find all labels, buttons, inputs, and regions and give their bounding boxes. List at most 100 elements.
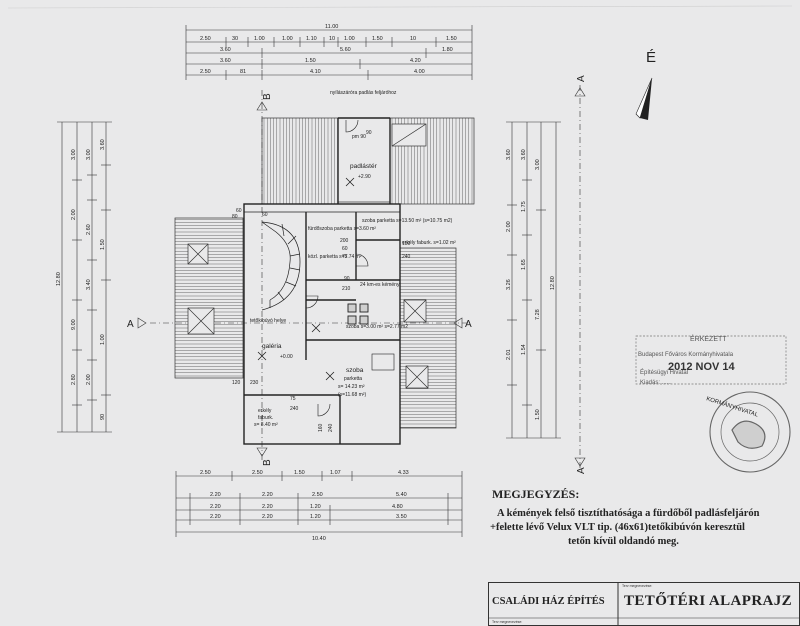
section-b-top-label: B	[262, 93, 273, 100]
dim-label: 2.50	[200, 36, 211, 42]
dim-label: 1.80	[442, 47, 453, 53]
dim-label: 3.00	[71, 149, 77, 160]
stamp-line2: Építésügyi Hivatal	[640, 370, 689, 376]
dim-label: 3.60	[100, 139, 106, 150]
note-line-1: A kémények felső tisztíthatósága a fürdő…	[497, 508, 760, 519]
dim-label: 1.50	[535, 409, 541, 420]
dim-label: 3.40	[86, 279, 92, 290]
dim-label: 2.00	[86, 374, 92, 385]
title-block-label-bottom: Terv megnevezése:	[492, 620, 523, 624]
top-dimension-labels: 11.00 2.50 30 1.00 1.00 1.10 10 1.00 1.5…	[200, 24, 457, 75]
dim-label: 1.00	[100, 334, 106, 345]
dim-top-total: 11.00	[325, 24, 338, 30]
hall-label: közl. parketta s=5.74 m²	[308, 254, 362, 260]
dim-num: 240	[290, 406, 299, 412]
dim-num: 75	[290, 396, 296, 402]
top-dimension-chains	[185, 25, 473, 80]
dimension-numbers: 200 60 77 210 90 150 240 120 75 240 160 …	[232, 130, 411, 432]
section-a-right-label: A	[465, 319, 472, 330]
section-a-left-label: A	[127, 319, 134, 330]
dim-right-total: 12.80	[550, 276, 556, 290]
bath-label: fürdőszoba parketta s=3.60 m²	[308, 226, 376, 232]
round-stamp	[709, 391, 791, 473]
dim-label: 3.50	[396, 514, 407, 520]
dim-label: 4.00	[414, 69, 425, 75]
dim-label: 4.33	[398, 470, 409, 476]
right-dimension-labels: 3.60 2.00 3.26 2.01 3.60 1.75 1.65 1.54 …	[506, 149, 556, 420]
dim-label: 10	[329, 36, 335, 42]
dim-label: 1.54	[521, 344, 527, 355]
dim-num: 120	[232, 380, 241, 386]
dim-label: 3.60	[220, 58, 231, 64]
dim-num: 240	[402, 254, 411, 260]
stamp-line3: Kiadás: ......	[640, 380, 672, 386]
gallery-label: galéria	[262, 343, 282, 350]
dim-label: 2.50	[200, 470, 211, 476]
dim-label: 2.20	[262, 514, 273, 520]
dim-label: 4.10	[310, 69, 321, 75]
bottom-dimension-chains	[175, 471, 463, 537]
closet-label: szoba s=3.00 m² s=2.77 m2	[346, 324, 408, 330]
balcony-left-area: s= 8.40 m²	[254, 422, 278, 428]
dim-label: 90	[100, 414, 106, 420]
dim-label: 2.50	[312, 492, 323, 498]
room-bottom-area: s= 14.23 m²	[338, 384, 365, 390]
room-top-label: szoba parketta s=13.50 m² (s=10.75 m2)	[362, 218, 453, 224]
dim-label: 3.00	[86, 149, 92, 160]
rm-label: pm 90	[352, 134, 366, 140]
dim-num: 230	[250, 380, 259, 386]
dim-num: 210	[342, 286, 351, 292]
bottom-dimension-labels: 2.50 2.50 1.50 1.07 4.33 2.20 2.20 2.50 …	[200, 470, 409, 542]
dim-label: 2.60	[86, 224, 92, 235]
room-bottom-floor: parketta	[344, 376, 362, 382]
storage-label: tetőkibúvó helye	[250, 318, 286, 324]
section-a-bottom-right-label: A	[576, 467, 587, 474]
dim-num: 60	[262, 212, 268, 218]
dim-label: 2.00	[71, 209, 77, 220]
section-b-bottom-label: B	[262, 459, 273, 466]
dim-left-total: 12.80	[56, 272, 62, 286]
dim-label: 1.65	[521, 259, 527, 270]
note-line-3: tetőn kívül oldandó meg.	[568, 536, 679, 547]
dim-num: 160	[318, 423, 324, 432]
dim-label: 10	[410, 36, 416, 42]
dim-label: 2.20	[262, 492, 273, 498]
dim-label: 30	[232, 36, 238, 42]
dim-num: 80	[232, 214, 238, 220]
dim-label: 1.75	[521, 201, 527, 212]
dim-label: 1.20	[310, 514, 321, 520]
left-dimension-labels: 12.80 3.00 2.00 9.00 2.80 3.00 2.60 3.40…	[56, 139, 106, 420]
dim-num: 90	[344, 276, 350, 282]
dim-num: 200	[340, 238, 349, 244]
chimney	[347, 303, 369, 325]
dim-num: 77	[342, 254, 348, 260]
chimney-label: 24 km-es kémény	[360, 282, 400, 288]
dim-label: 7.28	[535, 309, 541, 320]
dim-label: 2.20	[210, 514, 221, 520]
section-a-top-right-label: A	[576, 75, 587, 82]
stamp-date: 2012 NOV 14	[668, 361, 735, 373]
doors	[305, 119, 395, 417]
room-bottom-name: szoba	[346, 367, 364, 374]
dim-num: 240	[328, 423, 334, 432]
dim-label: 1.20	[310, 504, 321, 510]
gallery-level-label: +0.00	[280, 354, 293, 360]
title-block-label-top: Terv megnevezése:	[622, 584, 653, 588]
north-arrow	[635, 77, 653, 120]
dim-label: 1.00	[254, 36, 265, 42]
dim-label: 3.60	[220, 47, 231, 53]
attic-label: padlástér	[350, 163, 378, 170]
dim-num: 60	[236, 208, 242, 214]
dim-label: 3.60	[506, 149, 512, 160]
dim-label: 3.00	[535, 159, 541, 170]
note-title: MEGJEGYZÉS:	[492, 487, 580, 501]
dim-label: 1.00	[282, 36, 293, 42]
dim-label: 2.00	[506, 221, 512, 232]
dim-label: 9.00	[71, 319, 77, 330]
attic-level-label: +2.90	[358, 174, 371, 180]
dim-label: 1.00	[344, 36, 355, 42]
staircase	[261, 221, 301, 311]
dim-label: 2.20	[210, 504, 221, 510]
dim-label: 5.40	[396, 492, 407, 498]
dim-label: 2.20	[262, 504, 273, 510]
